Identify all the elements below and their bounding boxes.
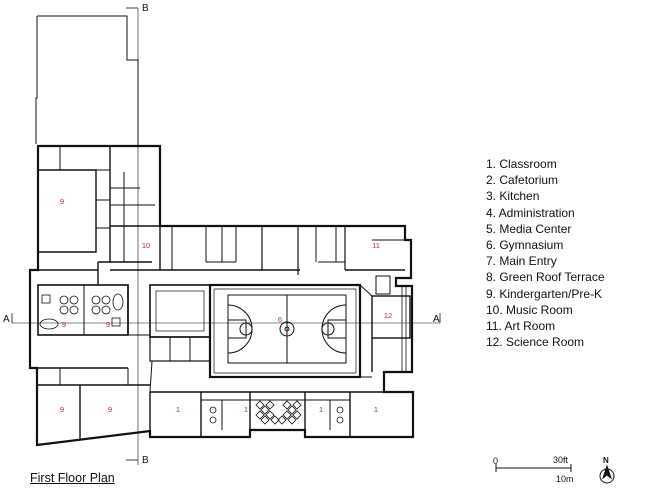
- room-number: 10: [142, 241, 150, 250]
- room-number: 9: [108, 405, 112, 414]
- legend-item: 5. Media Center: [486, 221, 572, 236]
- basketball-court: [227, 294, 347, 364]
- legend-item: 3. Kitchen: [486, 189, 540, 204]
- legend-item: 7. Main Entry: [486, 254, 557, 269]
- room-number: 11: [372, 241, 380, 250]
- legend-item: 11. Art Room: [486, 318, 556, 333]
- legend-item: 8. Green Roof Terrace: [486, 270, 605, 285]
- plan-title: First Floor Plan: [30, 471, 115, 485]
- room-number: 9: [62, 320, 66, 329]
- desk-clusters: [209, 400, 344, 425]
- room-number: 9: [60, 197, 64, 206]
- room-number: 12: [384, 311, 392, 320]
- section-mark-a-left: A: [3, 314, 10, 325]
- legend-item: 1. Classroom: [486, 157, 557, 171]
- legend-item: 12. Science Room: [486, 335, 585, 350]
- room-legend: 1. Classroom 2. Cafetorium 3. Kitchen 4.…: [486, 156, 605, 350]
- scale-ft-label: 30ft: [553, 455, 569, 465]
- legend-item: 6. Gymnasium: [486, 237, 564, 252]
- scale-m-label: 10m: [556, 474, 574, 484]
- legend-item: 2. Cafetorium: [486, 173, 559, 188]
- section-mark-b-bottom: B: [142, 455, 149, 466]
- room-number: 6: [278, 315, 282, 324]
- north-arrow-icon: [599, 464, 615, 484]
- room-number: 1: [176, 405, 180, 414]
- north-label: N: [603, 456, 609, 465]
- legend-item: 9. Kindergarten/Pre-K: [486, 286, 603, 301]
- furniture-tables: [39, 293, 124, 330]
- room-number: 9: [60, 405, 64, 414]
- scale-bar: [495, 464, 572, 472]
- legend-item: 4. Administration: [486, 205, 575, 220]
- scale-zero-label: 0: [493, 456, 499, 466]
- section-mark-b-top: B: [142, 3, 149, 14]
- building-outline: [28, 144, 415, 447]
- legend-item: 10. Music Room: [486, 302, 573, 317]
- room-number: 1: [319, 405, 323, 414]
- section-mark-a-right: A: [433, 314, 440, 325]
- room-number: 1: [374, 405, 378, 414]
- room-number: 9: [106, 320, 110, 329]
- room-number: 1: [244, 405, 248, 414]
